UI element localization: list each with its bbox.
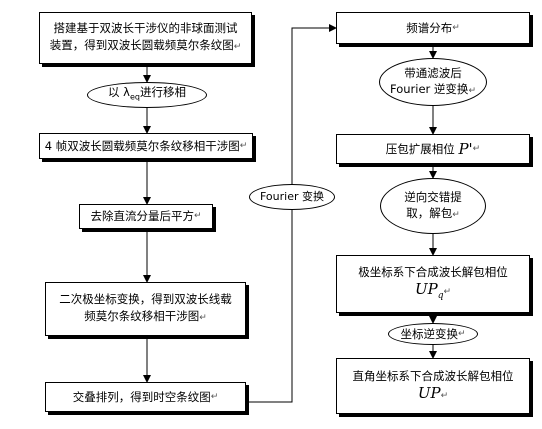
arrow-stack-to-spectrum	[246, 24, 337, 403]
rect-up-line1: 直角坐标系下合成波长解包相位	[352, 368, 514, 383]
reverse-ellipse: 逆向交错提 取，解包↵	[380, 178, 486, 234]
polar-up-line1: 极坐标系下合成波长解包相位	[358, 264, 508, 279]
coord-inverse-ellipse: 坐标逆变换↵	[388, 323, 478, 345]
four-frames-box: 4 帧双波长圆载频莫尔条纹移相干涉图↵	[39, 133, 253, 159]
build-line2-wrap: 装置，得到双波长圆载频莫尔条纹图↵	[50, 37, 242, 56]
polar-line2-wrap: 频莫尔条纹移相干涉图↵	[84, 308, 207, 327]
compress-box: 压包扩展相位 P'↵	[336, 134, 530, 164]
bandpass-line2: Fourier 逆变换	[390, 82, 469, 96]
reverse-line1: 逆向交错提	[404, 190, 462, 204]
edit-mark: ↵	[443, 286, 452, 297]
reverse-line2: 取，解包	[406, 206, 453, 220]
rect-up-math-wrap: UP↵	[417, 383, 449, 405]
edit-mark: ↵	[239, 140, 248, 151]
edit-mark: ↵	[440, 390, 449, 401]
edit-mark: ↵	[233, 42, 242, 52]
edit-mark: ↵	[452, 22, 460, 33]
bandpass-line1: 带通滤波后	[404, 66, 462, 80]
edit-mark: ↵	[472, 143, 481, 154]
fourier-ellipse: Fourier 变换	[249, 184, 335, 210]
polar-line2: 频莫尔条纹移相干涉图	[84, 309, 200, 323]
polar-transform-box: 二次极坐标变换，得到双波长线载 频莫尔条纹移相干涉图↵	[45, 282, 246, 336]
polar-up-symbol: UPq	[414, 279, 444, 301]
polar-up-math-wrap: UPq↵	[414, 279, 452, 305]
compress-symbol: P'	[458, 139, 473, 158]
spectrum-box: 频谱分布↵	[336, 12, 530, 44]
bandpass-ellipse: 带通滤波后 Fourier 逆变换↵	[379, 58, 487, 106]
phase-shift-ellipse: 以 λeq进行移相	[87, 82, 207, 108]
remove-dc-box: 去除直流分量后平方↵	[79, 204, 213, 229]
coord-inverse-label: 坐标逆变换	[400, 327, 458, 341]
edit-mark: ↵	[468, 86, 476, 96]
edit-mark: ↵	[457, 329, 466, 339]
remove-dc-label: 去除直流分量后平方	[90, 209, 194, 223]
four-frames-label: 4 帧双波长圆载频莫尔条纹移相干涉图	[44, 138, 240, 153]
edit-mark: ↵	[199, 313, 207, 323]
compress-label: 压包扩展相位	[385, 141, 455, 156]
polar-line1: 二次极坐标变换，得到双波长线载	[59, 292, 232, 306]
fourier-label: Fourier 变换	[259, 190, 324, 203]
edit-mark: ↵	[452, 210, 460, 220]
build-line2: 装置，得到双波长圆载频莫尔条纹图	[49, 38, 234, 52]
rect-up-symbol: UP	[417, 383, 441, 402]
rect-up-box: 直角坐标系下合成波长解包相位 UP↵	[336, 358, 530, 414]
stack-label: 交叠排列，得到时空条纹图	[72, 389, 211, 404]
stack-box: 交叠排列，得到时空条纹图↵	[45, 382, 246, 412]
bandpass-line2-wrap: Fourier 逆变换↵	[390, 81, 476, 99]
spectrum-label: 频谱分布	[406, 20, 453, 35]
edit-mark: ↵	[193, 211, 202, 221]
edit-mark: ↵	[210, 391, 219, 402]
build-line1: 搭建基于双波长干涉仪的非球面测试	[53, 21, 238, 35]
reverse-line2-wrap: 取，解包↵	[406, 205, 460, 223]
shift-label: 以 λeq进行移相	[108, 85, 186, 102]
polar-up-box: 极坐标系下合成波长解包相位 UPq↵	[336, 255, 530, 313]
build-setup-box: 搭建基于双波长干涉仪的非球面测试 装置，得到双波长圆载频莫尔条纹图↵	[39, 12, 252, 64]
